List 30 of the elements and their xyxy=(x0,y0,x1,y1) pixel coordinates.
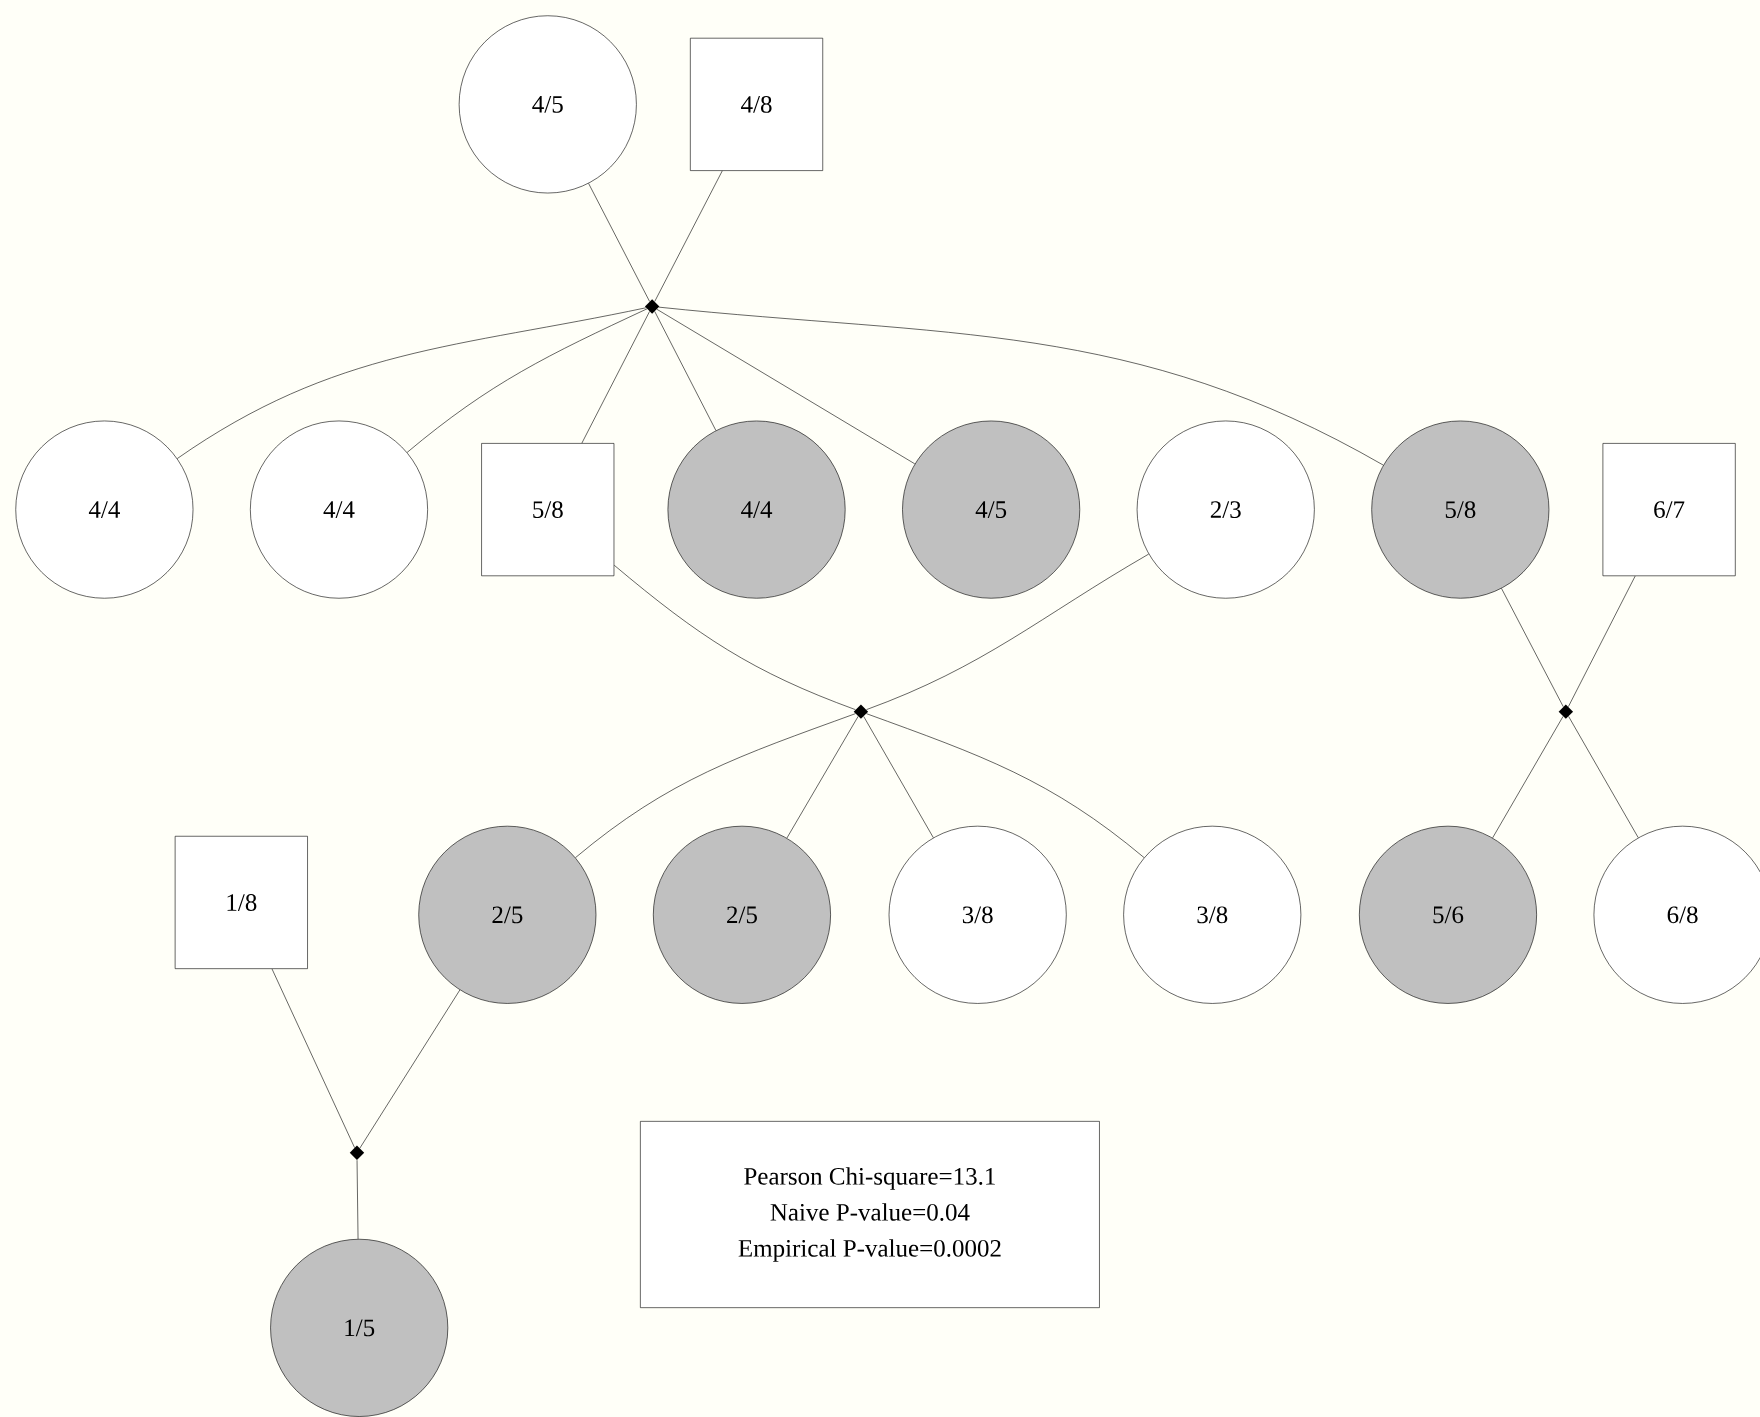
pedigree-line xyxy=(271,968,355,1148)
pedigree-line xyxy=(575,713,856,858)
marriage-diamond xyxy=(349,1145,365,1160)
pedigree-line xyxy=(654,311,717,431)
marriage-diamond xyxy=(1558,704,1574,719)
pedigree-line xyxy=(588,183,650,302)
pedigree-line xyxy=(176,307,647,459)
pedigree-line xyxy=(1568,716,1639,838)
male-square: 6/7 xyxy=(1602,443,1736,577)
pedigree-line xyxy=(1501,588,1564,707)
pedigree-line xyxy=(866,713,1145,858)
male-square: 4/8 xyxy=(690,37,824,171)
marriage-diamond xyxy=(853,704,869,719)
male-square: 1/8 xyxy=(174,835,308,969)
pedigree-line xyxy=(406,308,648,453)
pedigree-line xyxy=(1492,716,1564,839)
pedigree-line xyxy=(654,170,723,302)
pedigree-line xyxy=(658,306,1384,466)
pedigree-line xyxy=(656,308,916,465)
pedigree-line xyxy=(1568,575,1636,707)
statistics-box: Pearson Chi-square=13.1 Naive P-value=0.04 Empirical P-value=0.0002 xyxy=(640,1121,1100,1308)
marriage-diamond xyxy=(644,299,660,314)
pedigree-line xyxy=(356,1159,359,1240)
pedigree-line xyxy=(866,553,1149,710)
pedigree-line xyxy=(581,311,650,444)
pedigree-line xyxy=(786,716,859,839)
pedigree-line xyxy=(863,716,934,838)
pedigree-line xyxy=(359,989,461,1149)
male-square: 5/8 xyxy=(481,443,615,577)
pedigree-line xyxy=(613,564,856,710)
